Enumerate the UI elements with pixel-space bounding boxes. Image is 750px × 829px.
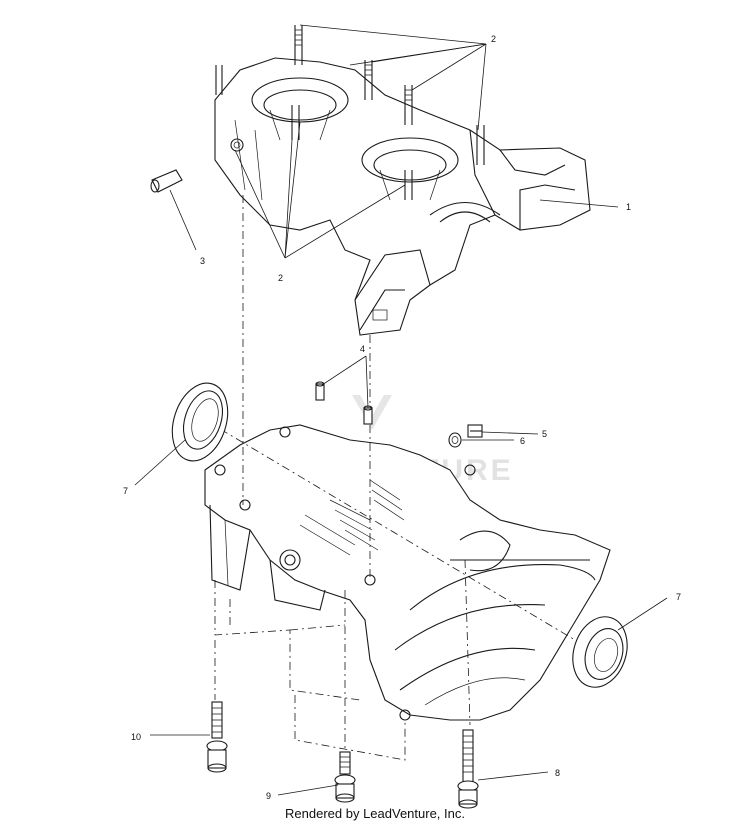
callout-2-top: 2 — [491, 34, 496, 44]
oil-seal-7-left — [171, 382, 229, 462]
callout-2-bottom: 2 — [278, 273, 283, 283]
washer-6 — [448, 432, 462, 448]
callout-labels: 1 2 2 3 4 5 6 7 7 8 9 10 — [123, 34, 681, 801]
bolt-5 — [467, 424, 483, 438]
callout-10: 10 — [131, 732, 141, 742]
callout-5: 5 — [542, 429, 547, 439]
callout-3: 3 — [200, 256, 205, 266]
leader-lines — [134, 24, 668, 796]
alignment-lines — [204, 195, 576, 750]
callout-9: 9 — [266, 791, 271, 801]
bolt-10 — [206, 701, 228, 773]
callout-8: 8 — [555, 768, 560, 778]
upper-crankcase — [214, 25, 591, 336]
lower-crankcase — [204, 424, 611, 721]
callout-6: 6 — [520, 436, 525, 446]
callout-7-left: 7 — [123, 486, 128, 496]
callout-4: 4 — [360, 344, 365, 354]
footer-credit: Rendered by LeadVenture, Inc. — [285, 806, 465, 821]
callout-7-right: 7 — [676, 592, 681, 602]
phantom-boxes — [214, 580, 406, 761]
bolt-9 — [334, 751, 356, 803]
dowel-pin-3 — [150, 169, 183, 193]
oil-seal-7-right — [572, 616, 628, 688]
callout-1: 1 — [626, 202, 631, 212]
bolt-8 — [457, 729, 479, 809]
